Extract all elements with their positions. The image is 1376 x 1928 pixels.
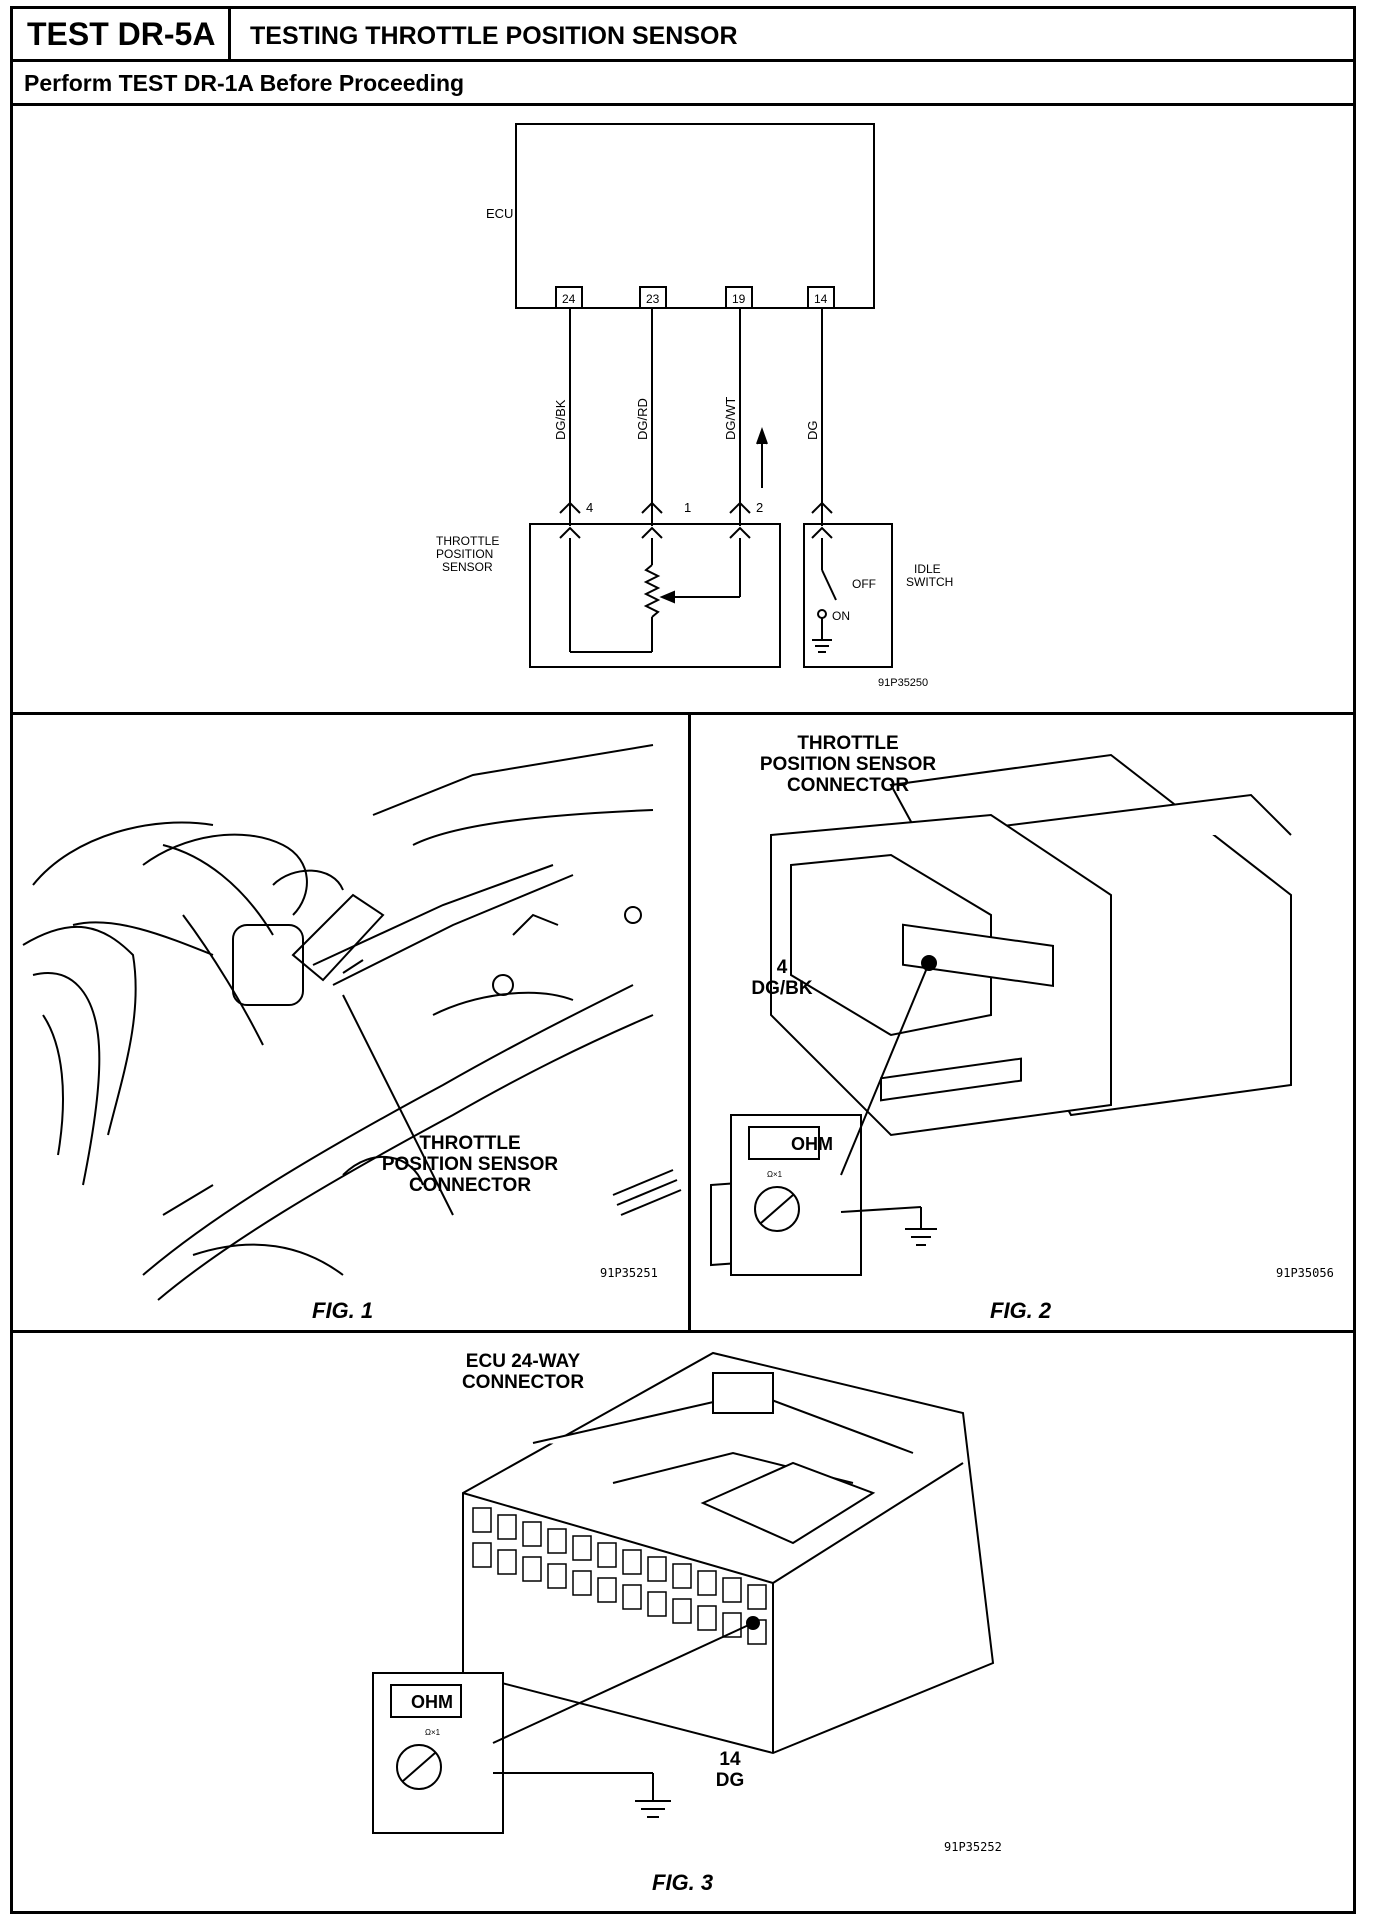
fig3-pin-line: DG bbox=[715, 1769, 745, 1791]
fig3-title-line: ECU 24-WAY bbox=[465, 1351, 581, 1372]
section-divider bbox=[10, 712, 1356, 715]
figure-code: 91P35250 bbox=[878, 677, 928, 689]
fig2-title-line: CONNECTOR bbox=[786, 774, 910, 796]
connector-cavities bbox=[472, 1507, 767, 1645]
wire-color: DG/WT bbox=[723, 397, 738, 440]
ecu-pin: 24 bbox=[562, 292, 576, 306]
throttle-position-sensor-box bbox=[529, 523, 781, 668]
fig2-range-label: Ω×1 bbox=[767, 1170, 783, 1179]
ecu-label: ECU bbox=[486, 206, 513, 221]
sensor-label-line: THROTTLE bbox=[436, 534, 499, 548]
fig2-connector-illustration: OHM Ω×1 bbox=[710, 753, 1292, 1276]
fig2-title-line: POSITION SENSOR bbox=[759, 753, 937, 775]
fig3-title-label: ECU 24-WAY CONNECTOR bbox=[448, 1351, 598, 1394]
fig1-callout-line: THROTTLE bbox=[419, 1133, 521, 1154]
switch-off-label: OFF bbox=[852, 577, 876, 591]
fig1-caption: FIG. 1 bbox=[312, 1298, 374, 1323]
figure-code: 91P35252 bbox=[944, 1840, 1002, 1854]
section-divider bbox=[10, 103, 1356, 106]
ecu-pin: 19 bbox=[732, 292, 746, 306]
fig2-pin-line: DG/BK bbox=[751, 977, 813, 999]
ecu-pin: 14 bbox=[814, 292, 828, 306]
page-frame bbox=[10, 6, 1356, 1914]
fig3-title-line: CONNECTOR bbox=[461, 1371, 585, 1393]
sensor-label-line: POSITION bbox=[436, 547, 493, 561]
figure-divider bbox=[688, 712, 691, 1332]
wire-color: DG/BK bbox=[553, 399, 568, 440]
fig2-caption: FIG. 2 bbox=[990, 1298, 1052, 1323]
figure-code: 91P35056 bbox=[1276, 1266, 1334, 1280]
wire-color: DG/RD bbox=[635, 398, 650, 440]
page-title: TESTING THROTTLE POSITION SENSOR bbox=[250, 22, 738, 50]
prerequisite-note: Perform TEST DR-1A Before Proceeding bbox=[24, 70, 465, 96]
fig2-pin-label: 4 DG/BK bbox=[742, 957, 822, 1000]
fig3-caption: FIG. 3 bbox=[652, 1870, 714, 1895]
idle-switch-label-line: IDLE bbox=[914, 562, 941, 576]
sensor-pin: 2 bbox=[756, 500, 763, 515]
fig3-meter-label: OHM bbox=[411, 1692, 453, 1712]
fig3-range-label: Ω×1 bbox=[425, 1728, 441, 1737]
sensor-pin: 4 bbox=[586, 500, 593, 515]
sensor-pin: 1 bbox=[684, 500, 691, 515]
ecu-pin: 23 bbox=[646, 292, 660, 306]
figure-code: 91P35251 bbox=[600, 1266, 658, 1280]
header-divider bbox=[10, 59, 1356, 62]
sensor-label-line: SENSOR bbox=[442, 560, 493, 574]
fig2-title-line: THROTTLE bbox=[797, 733, 899, 754]
wiring-schematic: ECU 24 23 19 14 DG/BK DG/RD DG/WT DG 4 1… bbox=[436, 123, 953, 689]
idle-switch-label-line: SWITCH bbox=[906, 575, 953, 589]
section-divider bbox=[10, 1330, 1356, 1333]
fig1-callout-line: POSITION SENSOR bbox=[381, 1153, 559, 1175]
fig2-pin-line: 4 bbox=[776, 957, 788, 978]
fig2-title-label: THROTTLE POSITION SENSOR CONNECTOR bbox=[748, 733, 948, 797]
fig3-ecu-connector-illustration: OHM Ω×1 bbox=[372, 1351, 995, 1834]
fig3-pin-line: 14 bbox=[719, 1749, 741, 1770]
fig3-pin-label: 14 DG bbox=[700, 1749, 760, 1792]
wire-color: DG bbox=[805, 421, 820, 441]
fig1-engine-illustration bbox=[22, 744, 682, 1301]
idle-switch-box bbox=[803, 523, 893, 668]
fig1-callout-line: CONNECTOR bbox=[408, 1174, 532, 1196]
fig2-meter-label: OHM bbox=[791, 1134, 833, 1154]
fig1-callout-label: THROTTLE POSITION SENSOR CONNECTOR bbox=[360, 1133, 580, 1197]
switch-on-label: ON bbox=[832, 609, 850, 623]
ecu-box bbox=[515, 123, 875, 309]
